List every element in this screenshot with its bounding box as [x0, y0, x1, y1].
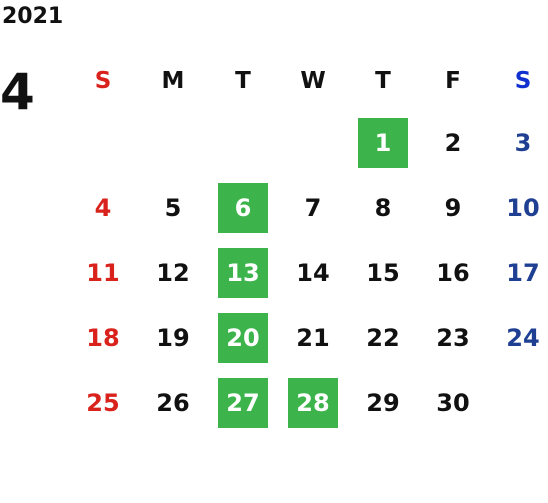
weekday-saturday: S: [514, 68, 532, 94]
weekday-tuesday: T: [235, 68, 251, 94]
calendar-day-11[interactable]: 11: [86, 259, 120, 287]
calendar-day-24[interactable]: 24: [506, 324, 540, 352]
calendar-day-7[interactable]: 7: [304, 194, 322, 222]
calendar-day-13[interactable]: 13: [218, 248, 268, 298]
calendar-day-25[interactable]: 25: [86, 389, 120, 417]
weekday-header-row: S M T W T F S: [68, 66, 548, 96]
calendar-day-23[interactable]: 23: [436, 324, 470, 352]
calendar-day-10[interactable]: 10: [506, 194, 540, 222]
weekday-wednesday: W: [300, 68, 326, 94]
calendar-day-12[interactable]: 12: [156, 259, 190, 287]
calendar-day-15[interactable]: 15: [366, 259, 400, 287]
weekday-thursday: T: [375, 68, 391, 94]
calendar-day-4[interactable]: 4: [94, 194, 112, 222]
weekday-monday: M: [161, 68, 185, 94]
calendar-day-14[interactable]: 14: [296, 259, 330, 287]
calendar-day-16[interactable]: 16: [436, 259, 470, 287]
calendar-day-1[interactable]: 1: [358, 118, 408, 168]
calendar-day-2[interactable]: 2: [444, 129, 462, 157]
calendar-day-9[interactable]: 9: [444, 194, 462, 222]
calendar-day-18[interactable]: 18: [86, 324, 120, 352]
calendar-day-19[interactable]: 19: [156, 324, 190, 352]
calendar-day-26[interactable]: 26: [156, 389, 190, 417]
calendar-month: 4: [0, 63, 35, 121]
calendar-day-22[interactable]: 22: [366, 324, 400, 352]
calendar-day-29[interactable]: 29: [366, 389, 400, 417]
calendar-day-20[interactable]: 20: [218, 313, 268, 363]
calendar-day-6[interactable]: 6: [218, 183, 268, 233]
calendar-day-28[interactable]: 28: [288, 378, 338, 428]
weekday-friday: F: [445, 68, 461, 94]
calendar-day-3[interactable]: 3: [514, 129, 532, 157]
calendar-day-8[interactable]: 8: [374, 194, 392, 222]
calendar-day-27[interactable]: 27: [218, 378, 268, 428]
calendar-day-5[interactable]: 5: [164, 194, 182, 222]
weekday-sunday: S: [94, 68, 112, 94]
calendar-day-17[interactable]: 17: [506, 259, 540, 287]
calendar-day-21[interactable]: 21: [296, 324, 330, 352]
calendar-day-30[interactable]: 30: [436, 389, 470, 417]
calendar-year: 2021: [2, 4, 64, 29]
